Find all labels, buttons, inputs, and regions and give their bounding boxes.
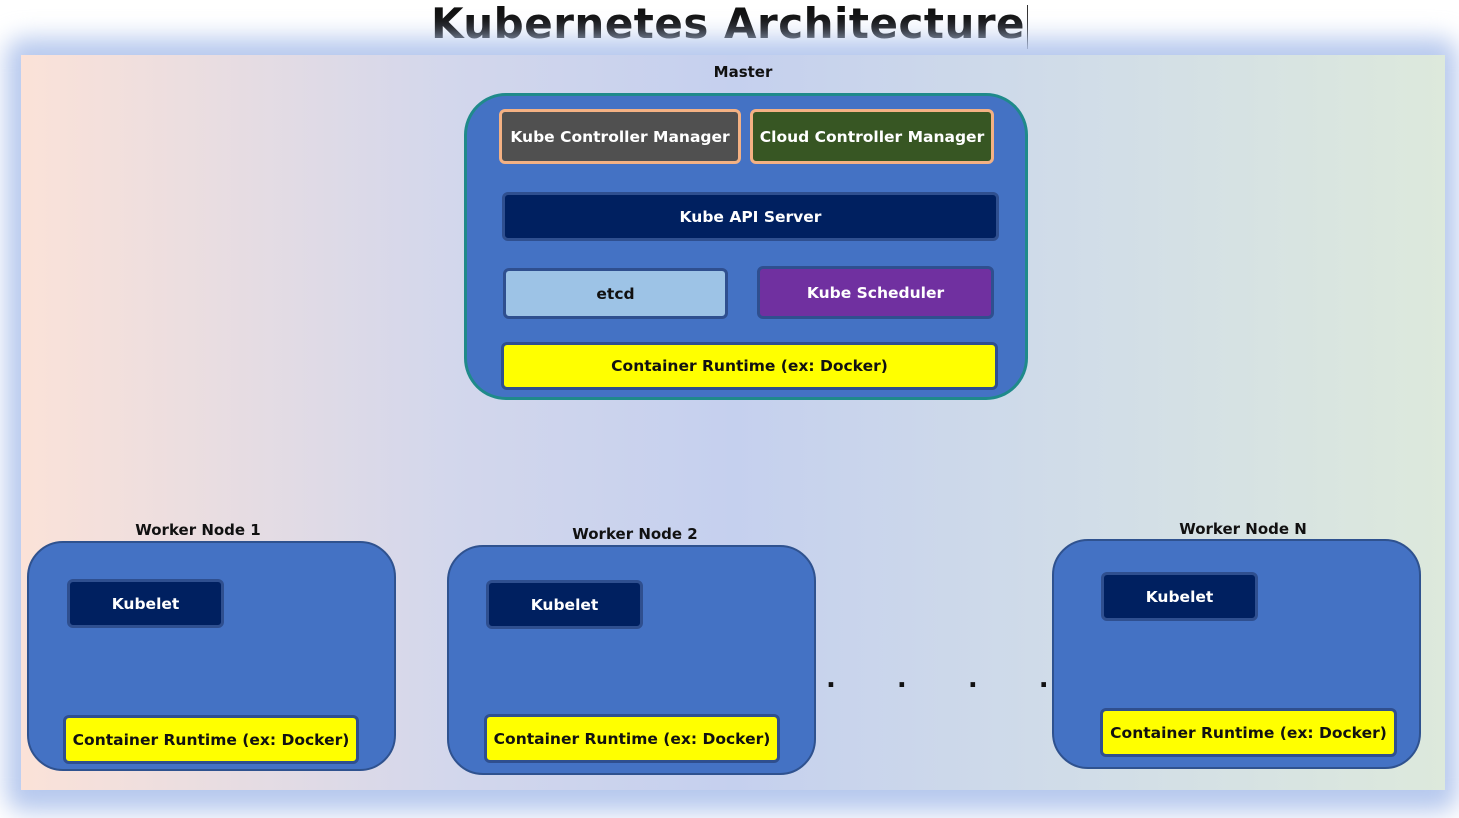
text-cursor bbox=[1027, 4, 1029, 49]
worker-node-n-container-runtime: Container Runtime (ex: Docker) bbox=[1100, 708, 1397, 757]
worker-node-n-kubelet: Kubelet bbox=[1101, 572, 1258, 621]
worker-node-2-kubelet: Kubelet bbox=[486, 580, 643, 629]
etcd-store: etcd bbox=[503, 268, 728, 319]
worker-node-n-label: Worker Node N bbox=[1179, 520, 1307, 538]
worker-node-1-label: Worker Node 1 bbox=[135, 521, 261, 539]
kube-controller-manager: Kube Controller Manager bbox=[499, 109, 741, 164]
worker-node-1-container-runtime: Container Runtime (ex: Docker) bbox=[63, 715, 359, 764]
worker-node-2-label: Worker Node 2 bbox=[572, 525, 698, 543]
kube-api-server: Kube API Server bbox=[502, 192, 999, 241]
kube-scheduler: Kube Scheduler bbox=[757, 266, 994, 319]
cloud-controller-manager: Cloud Controller Manager bbox=[750, 109, 994, 164]
worker-node-2-container-runtime: Container Runtime (ex: Docker) bbox=[484, 714, 780, 763]
worker-node-1-kubelet: Kubelet bbox=[67, 579, 224, 628]
master-container-runtime: Container Runtime (ex: Docker) bbox=[501, 342, 998, 390]
master-label: Master bbox=[713, 63, 773, 81]
